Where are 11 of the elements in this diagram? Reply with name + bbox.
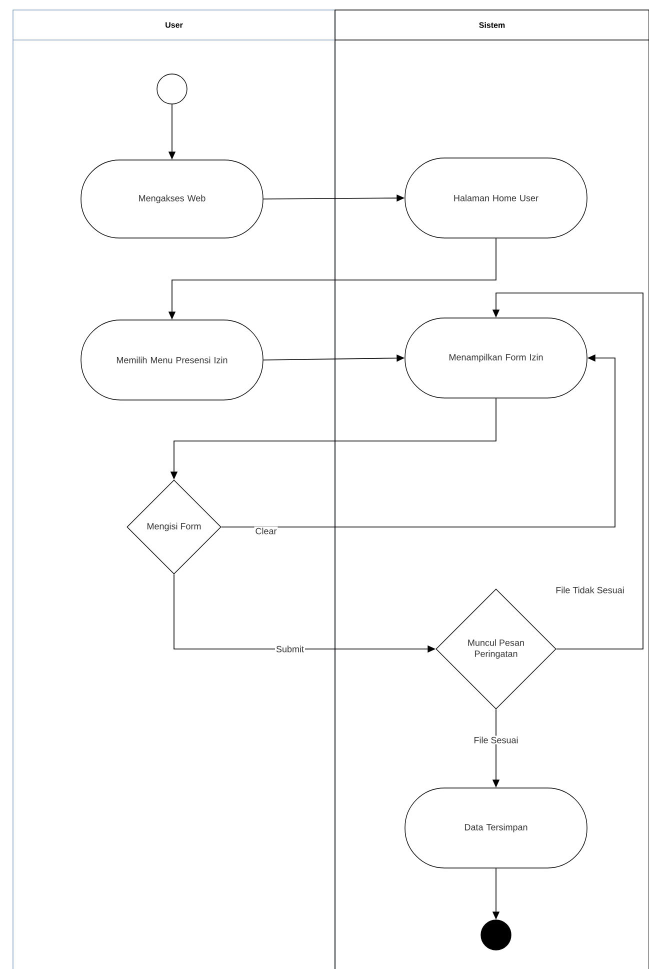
activity-box: Halaman Home User: [404, 158, 588, 238]
edge-label: Clear: [254, 526, 278, 536]
activity-box: Menampilkan Form Izin: [404, 318, 588, 398]
activity-box: Memilih Menu Presensi Izin: [80, 320, 264, 400]
edge-label: Submit: [275, 644, 305, 654]
activity-box: Mengakses Web: [80, 160, 264, 238]
activity-box: Data Tersimpan: [404, 788, 588, 868]
start-node-circle: [156, 74, 188, 104]
end-node-circle: [480, 920, 512, 950]
edge-label: File Sesuai: [472, 736, 520, 744]
edge-label: File Tidak Sesuai: [554, 586, 626, 594]
